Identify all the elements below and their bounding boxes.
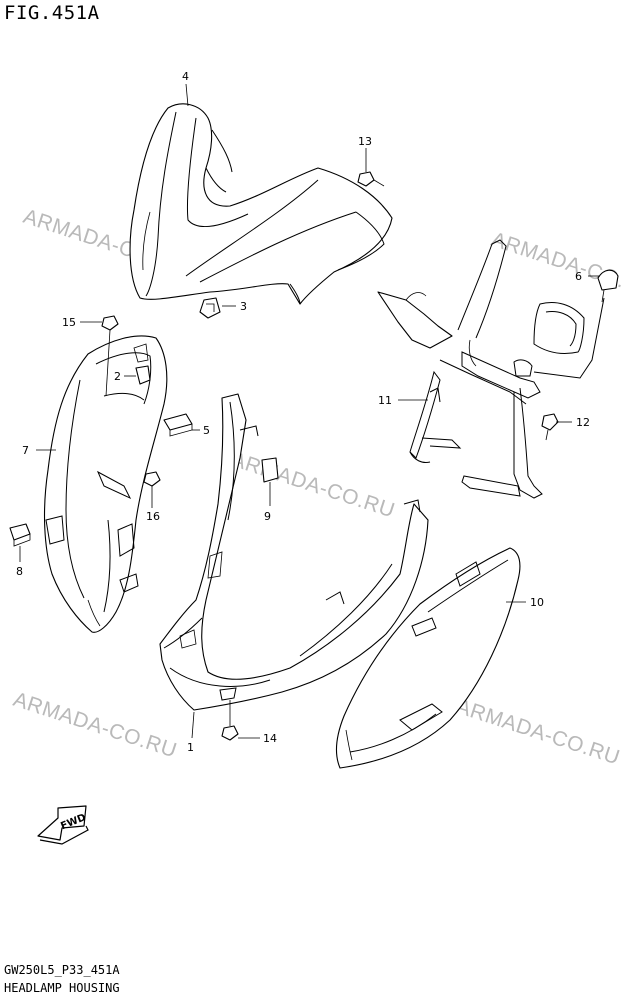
watermark-5: ARMADA-CO.RU bbox=[453, 695, 622, 770]
part-1-lower-cowl[interactable] bbox=[159, 393, 429, 711]
part-2-clip[interactable] bbox=[135, 365, 151, 385]
part-15-screw[interactable] bbox=[101, 315, 119, 397]
watermark-2: ARMADA-CO.RU bbox=[488, 228, 623, 303]
callout-9: 9 bbox=[264, 510, 271, 523]
watermark-3: ARMADA-CO.RU bbox=[228, 448, 397, 523]
part-16-screw[interactable] bbox=[143, 471, 161, 487]
callout-10: 10 bbox=[530, 596, 544, 609]
part-14-screw[interactable] bbox=[221, 700, 239, 741]
part-8-pad[interactable] bbox=[9, 523, 31, 547]
fwd-arrow-icon: FWD bbox=[37, 805, 89, 845]
figure-code: GW250L5_P33_451A bbox=[4, 963, 120, 977]
callouts: 1 2 3 4 5 6 7 8 9 10 11 12 13 14 15 16 bbox=[16, 70, 590, 754]
leader-lines bbox=[19, 83, 600, 739]
part-6-pin[interactable] bbox=[597, 269, 619, 303]
callout-15: 15 bbox=[62, 316, 76, 329]
part-7-side-cover[interactable] bbox=[43, 335, 168, 633]
part-9-clip[interactable] bbox=[261, 457, 279, 506]
callout-2: 2 bbox=[114, 370, 121, 383]
figure-description: HEADLAMP HOUSING bbox=[4, 981, 120, 995]
part-10-side-cover[interactable] bbox=[335, 547, 521, 769]
callout-14: 14 bbox=[263, 732, 277, 745]
part-3-clip[interactable] bbox=[199, 297, 221, 319]
callout-12: 12 bbox=[576, 416, 590, 429]
part-13-screw[interactable] bbox=[357, 171, 385, 187]
watermark-4: ARMADA-CO.RU bbox=[10, 688, 179, 763]
part-11-bracket[interactable] bbox=[377, 239, 605, 499]
callout-13: 13 bbox=[358, 135, 372, 148]
part-5-pad[interactable] bbox=[163, 413, 193, 437]
callout-6: 6 bbox=[575, 270, 582, 283]
part-12-bolt[interactable] bbox=[541, 413, 559, 441]
callout-11: 11 bbox=[378, 394, 392, 407]
callout-5: 5 bbox=[203, 424, 210, 437]
callout-3: 3 bbox=[240, 300, 247, 313]
callout-4: 4 bbox=[182, 70, 189, 83]
callout-7: 7 bbox=[22, 444, 29, 457]
figure-title: FIG.451A bbox=[4, 2, 100, 24]
callout-16: 16 bbox=[146, 510, 160, 523]
part-4-front-cowl[interactable] bbox=[129, 103, 393, 305]
callout-1: 1 bbox=[187, 741, 194, 754]
callout-8: 8 bbox=[16, 565, 23, 578]
